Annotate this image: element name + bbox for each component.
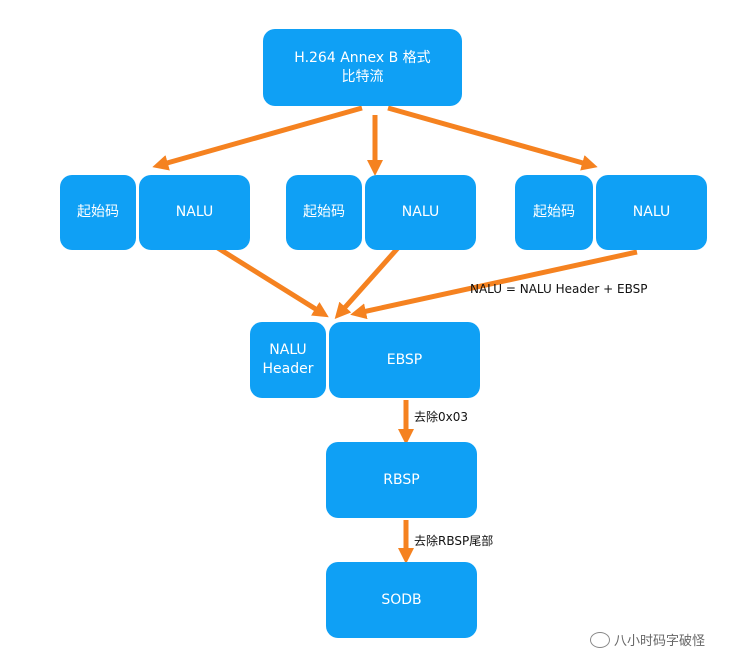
arrow-nalu2-to-nalu	[334, 238, 407, 319]
sodb-node: SODB	[326, 562, 477, 638]
start-code-node-3: 起始码	[515, 175, 593, 250]
chat-bubble-icon	[590, 631, 610, 648]
arrow-nalu3-to-nalu	[350, 249, 638, 320]
nalu-header-node: NALU Header	[250, 322, 326, 398]
arrow-root-to-group1	[152, 105, 363, 171]
nalu-node-2: NALU	[365, 175, 476, 250]
arrow-root-to-group3	[387, 105, 598, 171]
ebsp-node: EBSP	[329, 322, 480, 398]
remove-rbsp-trailing-label: 去除RBSP尾部	[414, 534, 494, 548]
nalu-node-1: NALU	[139, 175, 250, 250]
start-code-node-1: 起始码	[60, 175, 136, 250]
nalu-equation-label: NALU = NALU Header + EBSP	[470, 282, 648, 296]
root-bitstream-node: H.264 Annex B 格式 比特流	[263, 29, 462, 106]
nalu-node-3: NALU	[596, 175, 707, 250]
watermark: 八小时码字破怪	[590, 630, 705, 649]
arrow-nalu1-to-nalu	[203, 237, 329, 318]
start-code-node-2: 起始码	[286, 175, 362, 250]
remove-0x03-label: 去除0x03	[414, 410, 469, 424]
watermark-text: 八小时码字破怪	[614, 634, 706, 649]
rbsp-node: RBSP	[326, 442, 477, 518]
